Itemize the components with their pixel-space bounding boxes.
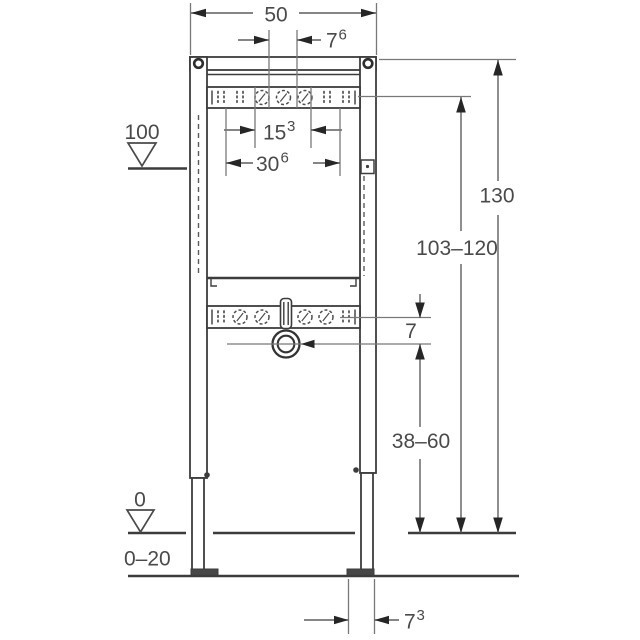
mounting-frame	[189, 56, 377, 479]
rail-hole-pattern	[217, 310, 350, 324]
arrowhead-down	[456, 517, 466, 533]
water-supply-connection	[271, 297, 301, 359]
dimension-total-height: 130	[379, 58, 516, 533]
rail-hole-pattern	[217, 90, 350, 105]
level-label: 100	[124, 121, 159, 144]
dimension-label: 130	[479, 185, 514, 208]
dimension-superscript: 3	[417, 607, 425, 624]
dimension-label: 50	[264, 4, 287, 27]
arrowhead-down	[415, 302, 425, 318]
arrowhead	[297, 35, 312, 45]
dimension-superscript: 3	[287, 118, 295, 135]
knockout-mark	[322, 312, 330, 322]
upper-mounting-rail	[206, 86, 361, 109]
arrowhead	[254, 35, 269, 45]
dimension-label: 7	[326, 30, 338, 53]
knockout-mark	[258, 312, 266, 322]
floor-buildup-label: 0–20	[124, 548, 171, 571]
knockout-mark	[301, 312, 309, 322]
frame-top-bar	[189, 56, 377, 71]
arrowhead	[334, 615, 349, 625]
level-marker-100: 100	[124, 121, 187, 170]
dimension-tap-center-offset: 7 6	[238, 27, 347, 108]
arrowhead-left	[191, 8, 206, 18]
arrowhead-down	[415, 517, 425, 533]
dimension-superscript: 6	[281, 150, 289, 167]
dimension-label: 7	[404, 611, 416, 634]
dimension-label: 30	[256, 153, 279, 176]
leg-clamp-left	[204, 472, 210, 478]
arrowhead-left	[226, 158, 241, 168]
dimension-mounting-height: 103–120	[358, 95, 498, 533]
knockout-mark	[301, 93, 309, 102]
leg-clamp-right	[353, 467, 359, 473]
dimension-superscript: 6	[339, 27, 347, 44]
frame-right-rail	[359, 56, 377, 474]
dimension-drain-height: 38–60	[392, 344, 450, 533]
floor-lines	[128, 531, 519, 578]
dimension-rail-fastening-span: 30 6	[225, 108, 341, 176]
arrowhead-down	[493, 517, 503, 533]
arrowhead	[240, 125, 255, 135]
crossbar-hooks	[210, 278, 357, 287]
arrowhead	[374, 615, 389, 625]
dimension-frame-width: 50	[189, 3, 378, 55]
arrowhead-up	[415, 344, 425, 360]
dimension-fixing-hole-spacing: 15 3	[224, 87, 342, 148]
dimension-label: 103–120	[416, 237, 498, 260]
tap-fitting-detail	[283, 302, 289, 325]
level-marker-icon	[126, 142, 158, 168]
level-marker-icon	[125, 509, 156, 534]
knockout-mark	[279, 93, 288, 102]
dimension-label: 7	[405, 320, 417, 343]
frame-corner-hole-right	[362, 57, 374, 70]
level-label: 0	[134, 489, 146, 512]
knockout-mark	[236, 312, 244, 322]
frame-legs	[190, 467, 375, 577]
left-leg	[191, 477, 205, 571]
arrowhead-up	[493, 60, 503, 76]
arrowhead-right	[361, 8, 376, 18]
right-leg	[360, 472, 374, 571]
frame-left-rail	[189, 56, 208, 479]
frame-corner-hole-left	[192, 57, 205, 70]
dimension-water-offset: 7	[227, 294, 431, 349]
crossbar	[207, 276, 360, 287]
dimension-label: 38–60	[392, 430, 450, 453]
tap-fitting	[279, 297, 293, 330]
arrowhead-up	[456, 97, 466, 113]
rail-fastener-dot	[365, 164, 370, 169]
dimension-label: 15	[263, 122, 286, 145]
dimension-foot-plate-width: 7 3	[304, 579, 425, 634]
leader-arrowhead	[301, 339, 315, 349]
arrowhead	[311, 125, 326, 135]
level-marker-0: 0 0–20	[124, 489, 171, 571]
knockout-mark	[258, 93, 266, 102]
arrowhead-right	[325, 158, 340, 168]
